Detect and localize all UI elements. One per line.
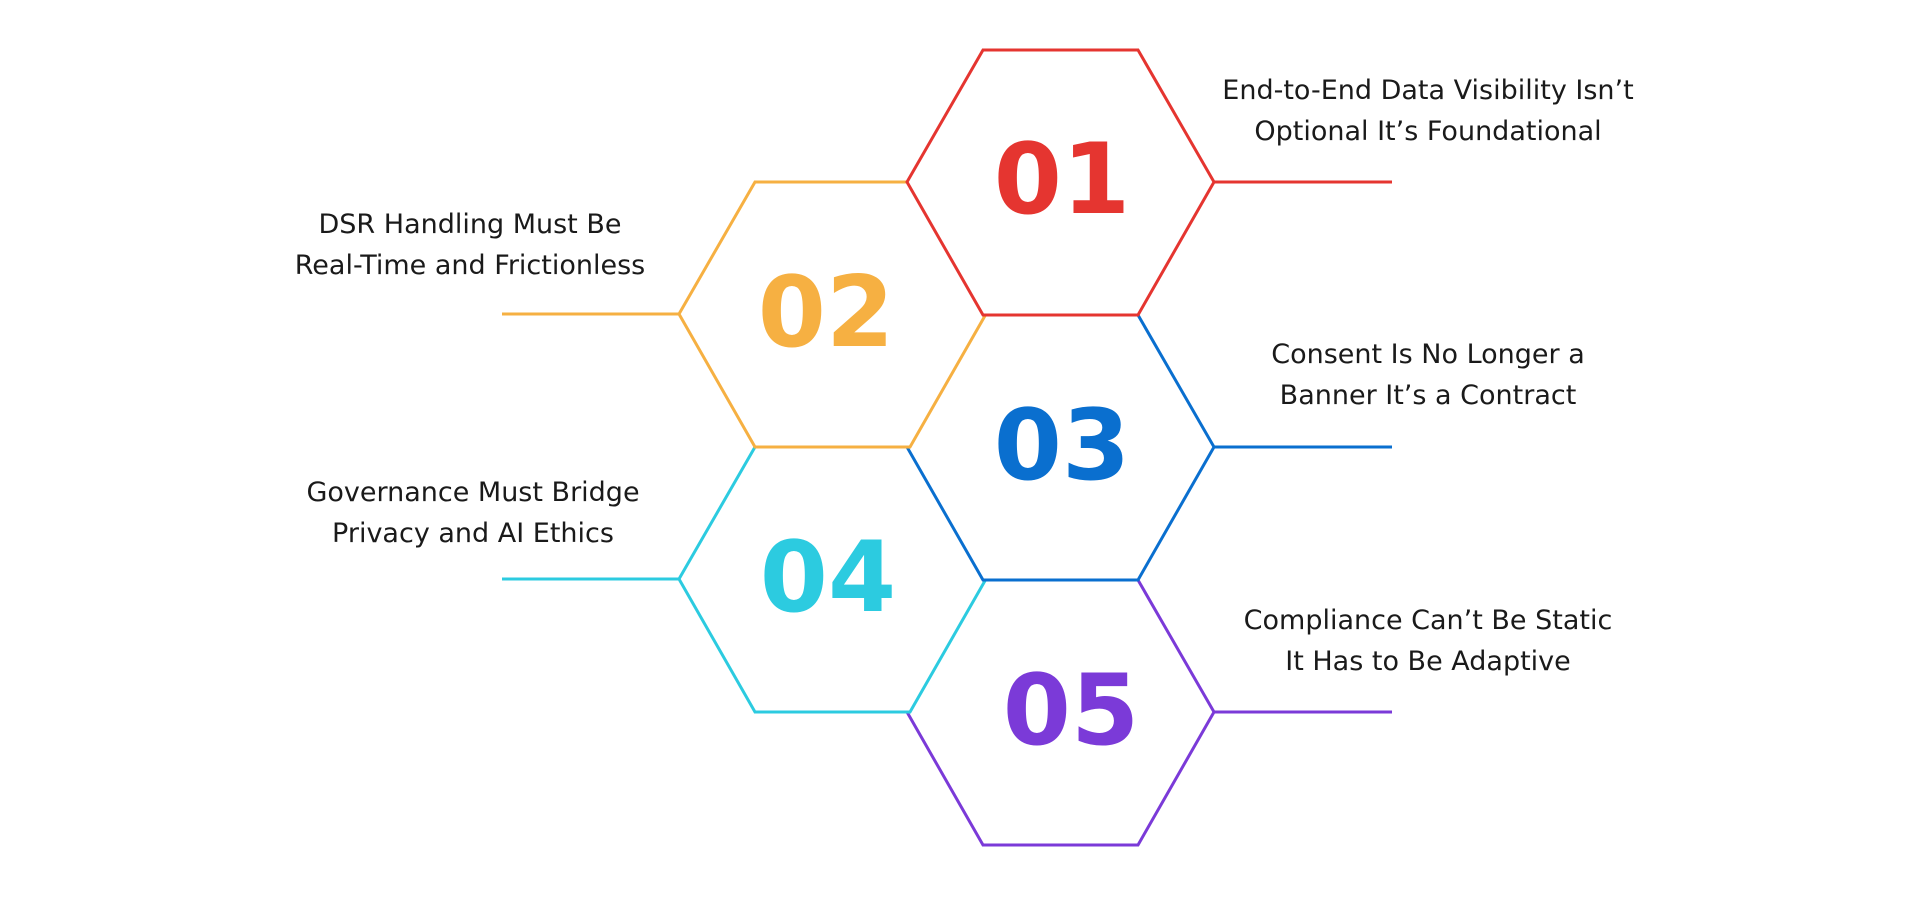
step-4-hexagon (502, 445, 988, 714)
step-3-caption-line-2: Banner It’s a Contract (1279, 380, 1577, 411)
step-5-caption: Compliance Can’t Be Static It Has to Be … (1168, 600, 1688, 682)
step-1-caption: End-to-End Data Visibility Isn’t Optiona… (1168, 70, 1688, 152)
step-1-hexagon (905, 48, 1392, 317)
step-5-caption-line-2: It Has to Be Adaptive (1285, 646, 1571, 677)
step-5-number: 05 (1003, 654, 1139, 768)
step-2-caption-line-2: Real-Time and Frictionless (294, 250, 646, 281)
step-2-caption-line-1: DSR Handling Must Be (318, 209, 622, 240)
step-1-hexagon-outline (905, 48, 1216, 317)
step-4-caption-line-1: Governance Must Bridge (306, 477, 640, 508)
step-4-number: 04 (760, 521, 896, 635)
step-3-caption: Consent Is No Longer a Banner It’s a Con… (1168, 334, 1688, 416)
step-2-caption: DSR Handling Must Be Real-Time and Frict… (210, 204, 730, 286)
step-4-caption-line-2: Privacy and AI Ethics (332, 518, 614, 549)
step-4-caption: Governance Must Bridge Privacy and AI Et… (213, 472, 733, 554)
step-3-caption-line-1: Consent Is No Longer a (1271, 339, 1585, 370)
step-1-caption-line-1: End-to-End Data Visibility Isn’t (1222, 75, 1634, 106)
step-5-caption-line-1: Compliance Can’t Be Static (1243, 605, 1613, 636)
step-3-number: 03 (994, 389, 1130, 503)
step-1-caption-line-2: Optional It’s Foundational (1254, 116, 1602, 147)
step-2-number: 02 (758, 256, 894, 370)
step-1-number: 01 (994, 123, 1130, 237)
